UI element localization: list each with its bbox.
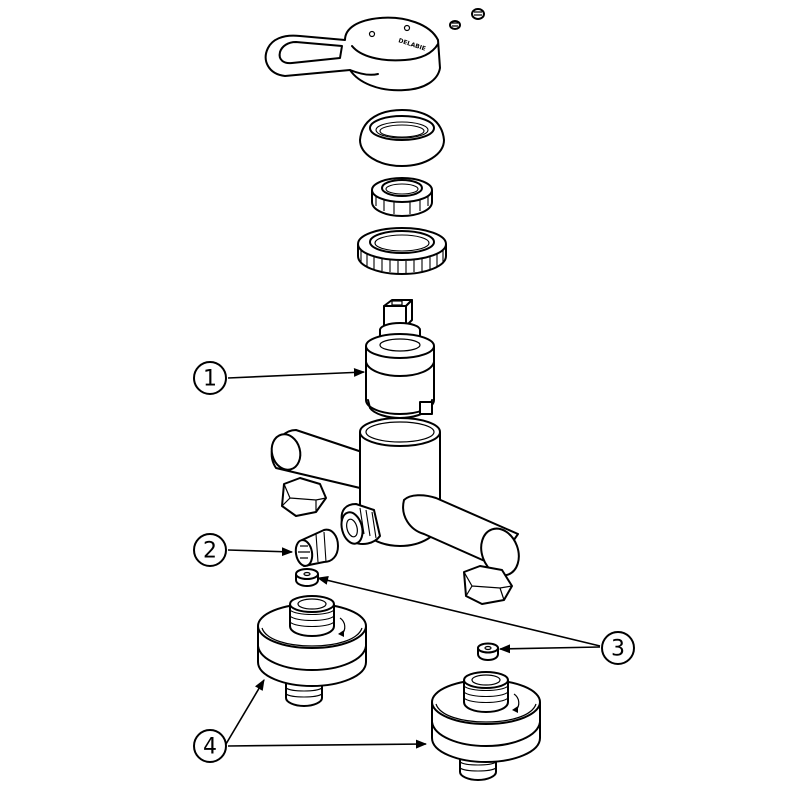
leader-lines (225, 367, 601, 749)
callout-2: 2 (193, 533, 227, 567)
threaded-ring (357, 227, 447, 275)
callout-label-3: 3 (611, 637, 625, 662)
callout-1: 1 (193, 361, 227, 395)
callout-label-2: 2 (203, 539, 217, 564)
seal-washer-1 (295, 568, 319, 587)
eccentric-union-right (431, 671, 541, 781)
seal-washer-2 (477, 642, 499, 661)
gland-nut (371, 177, 433, 217)
leader-line-4a (225, 679, 265, 745)
callout-4: 4 (193, 729, 227, 763)
eccentric-union-left (257, 595, 367, 707)
leader-line-2 (227, 547, 294, 557)
handle-screws (449, 8, 485, 30)
leader-line-1 (227, 367, 366, 379)
mixer-body (270, 417, 520, 605)
callout-label-1: 1 (203, 367, 217, 392)
dome-cap (359, 109, 445, 167)
leader-line-3b (498, 644, 601, 654)
lever-handle: DELABIE (264, 16, 441, 92)
leader-line-3a (316, 576, 601, 647)
callout-3: 3 (601, 631, 635, 665)
cartridge (365, 299, 435, 419)
leader-line-4b (227, 739, 428, 749)
callout-label-4: 4 (203, 735, 217, 760)
check-valve (294, 528, 339, 567)
